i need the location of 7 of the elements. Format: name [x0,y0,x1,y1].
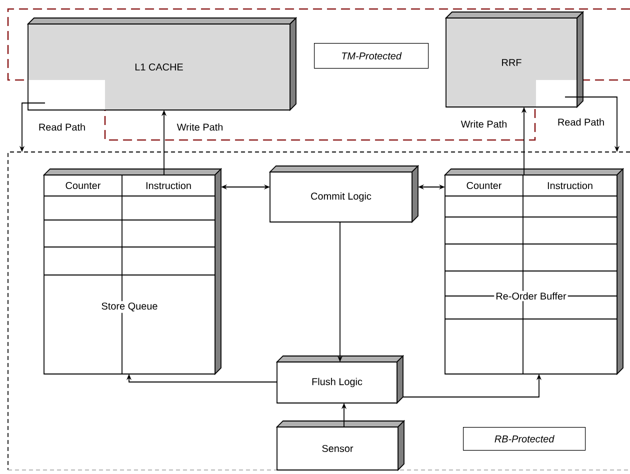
edge-label: Read Path [556,117,606,127]
edge-label: Write Path [176,122,224,132]
edge-label: Read Path [37,122,87,132]
node-label: Sensor [322,444,354,452]
node-label: Flush Logic [312,378,362,388]
edge-label: Write Path [460,119,508,129]
region-label-box: TM-Protected [314,43,429,69]
